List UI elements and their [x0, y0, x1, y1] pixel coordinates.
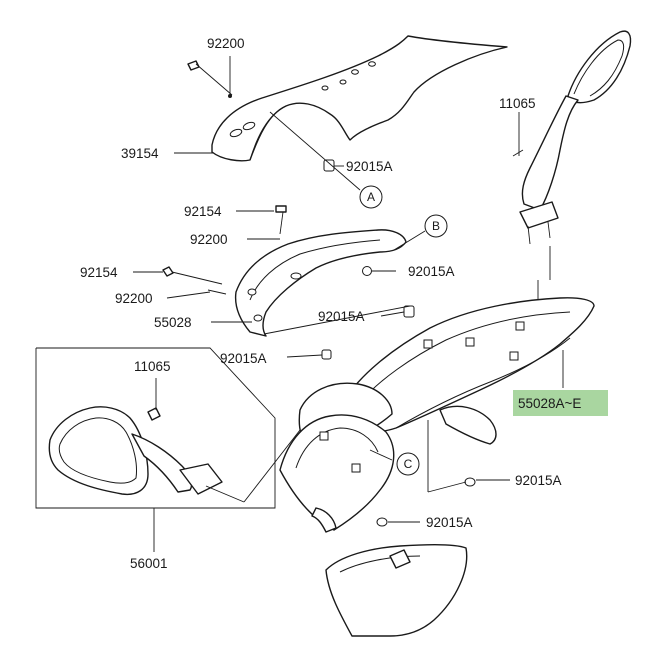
part-label-92015a-cowl-right[interactable]: 92015A: [515, 473, 562, 488]
part-label-92015a-windscreen[interactable]: 92015A: [346, 159, 393, 174]
part-label-92200-bracket[interactable]: 92200: [190, 232, 228, 247]
part-label-92200-top[interactable]: 92200: [207, 36, 245, 51]
svg-text:B: B: [432, 219, 440, 233]
part-label-92015a-cowl-left[interactable]: 92015A: [220, 351, 267, 366]
part-label-55028a-e[interactable]: 55028A~E: [518, 396, 581, 411]
part-label-92015a-bracket-right[interactable]: 92015A: [408, 264, 455, 279]
part-labels: 92200 39154 92015A 92154 92200 92015A 92…: [80, 36, 608, 571]
part-label-11065-left[interactable]: 11065: [134, 359, 171, 374]
leader-lines: [35, 56, 564, 552]
mirror-right-drawing: [512, 30, 632, 245]
reference-mark-c: C: [396, 452, 420, 476]
upper-cowl-drawing: [279, 266, 595, 637]
highlight-box: [513, 390, 608, 416]
part-label-92200-left[interactable]: 92200: [115, 291, 153, 306]
mirror-left-drawing: [48, 406, 245, 503]
part-label-55028[interactable]: 55028: [154, 315, 192, 330]
part-label-92154[interactable]: 92154: [184, 204, 222, 219]
part-label-39154[interactable]: 39154: [121, 146, 159, 161]
part-label-92015a-cowl-bottom[interactable]: 92015A: [426, 515, 473, 530]
part-label-92015a-bracket-lower[interactable]: 92015A: [318, 309, 365, 324]
svg-text:A: A: [367, 190, 375, 204]
part-label-56001[interactable]: 56001: [130, 556, 168, 571]
bracket-drawing: [162, 205, 415, 360]
svg-text:C: C: [404, 457, 413, 471]
reference-mark-a: A: [359, 185, 383, 209]
reference-mark-b: B: [424, 214, 448, 238]
windscreen-drawing: [187, 35, 508, 172]
part-label-92154-left[interactable]: 92154: [80, 265, 118, 280]
part-label-11065-right[interactable]: 11065: [499, 96, 536, 111]
